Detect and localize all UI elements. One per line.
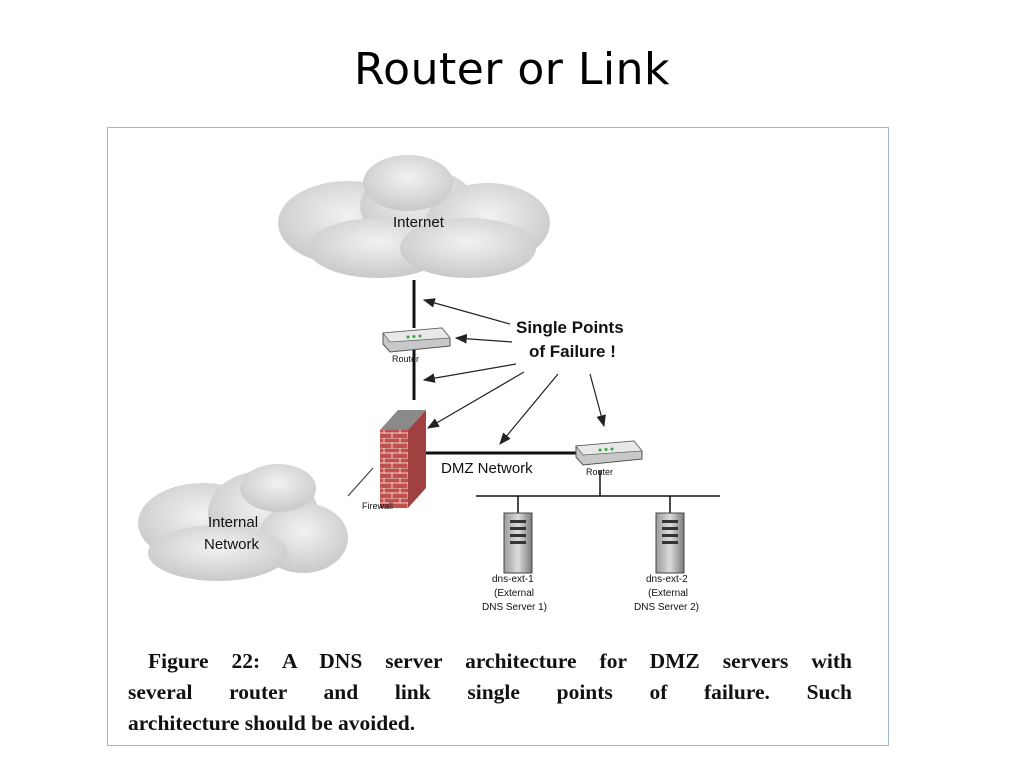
server2-icon <box>655 512 685 574</box>
router-top-icon <box>382 327 451 353</box>
dmz-network-label: DMZ Network <box>441 460 533 477</box>
server1-name: dns-ext-1 <box>492 574 534 585</box>
firewall-internal-link <box>347 467 374 497</box>
caption-line-3: architecture should be avoided. <box>128 711 416 735</box>
server2-desc2: DNS Server 2) <box>634 602 700 613</box>
dmz-lan <box>476 470 720 513</box>
failure-arrows <box>422 298 606 445</box>
caption-line-2: several router and link single points of… <box>128 680 852 704</box>
slide-title: Router or Link <box>354 44 670 95</box>
router-dmz-label: Router <box>586 467 614 477</box>
server2-name: dns-ext-2 <box>646 574 688 585</box>
internet-cloud <box>278 155 550 278</box>
server1-icon <box>503 512 533 574</box>
internal-network-label-line2: Network <box>204 536 260 553</box>
spof-label-line1: Single Points <box>516 318 624 337</box>
internet-label: Internet <box>393 214 444 231</box>
router-dmz-icon <box>575 440 643 466</box>
firewall-label: Firewall <box>362 501 394 511</box>
router-top-label: Router <box>392 354 420 364</box>
server1-desc1: (External <box>494 588 535 599</box>
server1-desc2: DNS Server 1) <box>482 602 548 613</box>
network-diagram <box>138 155 720 581</box>
caption-line-1: Figure 22: A DNS server architecture for… <box>148 649 852 673</box>
firewall-icon <box>380 410 426 508</box>
internal-network-cloud <box>138 464 348 581</box>
figure-frame: Internet Router Router Single Points of … <box>107 127 889 746</box>
server2-desc1: (External <box>648 588 689 599</box>
figure-caption: Figure 22: A DNS server architecture for… <box>128 646 852 739</box>
spof-label-line2: of Failure ! <box>529 342 616 361</box>
internal-network-label-line1: Internal <box>208 514 259 531</box>
